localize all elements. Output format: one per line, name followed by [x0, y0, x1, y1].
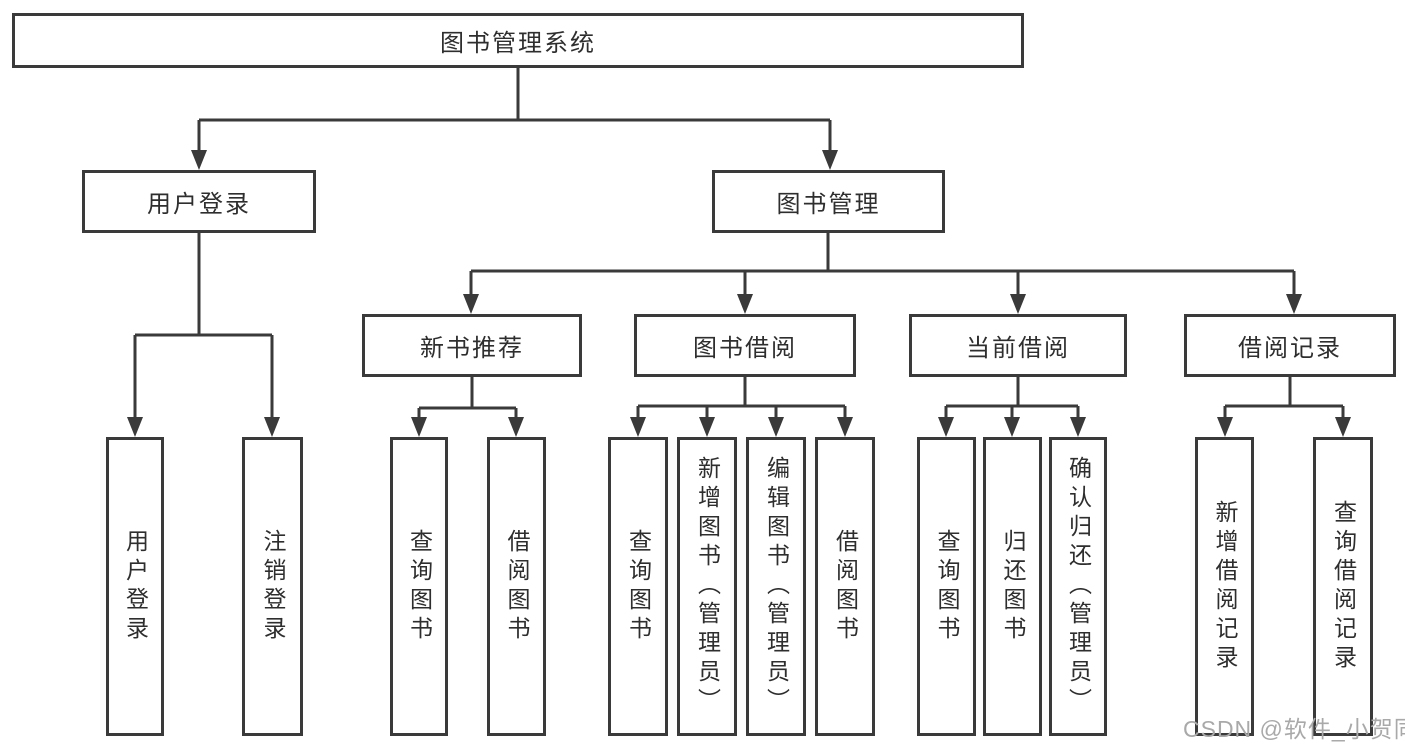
leaf-query-books-borrow: 查询图书 [608, 437, 668, 736]
leaf-edit-books-admin: 编辑图书（管理员） [746, 437, 806, 736]
csdn-watermark: CSDN @软件_小贺同学 [1183, 716, 1405, 742]
leaf-label: 新增借阅记录 [1212, 499, 1238, 674]
leaf-logout: 注销登录 [242, 437, 303, 736]
leaf-label: 查询图书 [625, 528, 652, 645]
node-book-management: 图书管理 [712, 170, 945, 233]
node-new-book-recommend: 新书推荐 [362, 314, 582, 377]
leaf-label: 查询借阅记录 [1330, 499, 1357, 674]
leaf-borrow-books: 借阅图书 [815, 437, 875, 736]
leaf-label: 借阅图书 [504, 528, 530, 645]
node-label: 用户登录 [147, 191, 251, 218]
node-current-borrowing: 当前借阅 [909, 314, 1127, 377]
leaf-query-books-current: 查询图书 [917, 437, 976, 736]
leaf-label: 确认归还（管理员） [1065, 456, 1092, 717]
leaf-add-books-admin: 新增图书（管理员） [677, 437, 737, 736]
node-label: 当前借阅 [966, 335, 1070, 362]
leaf-label: 用户登录 [122, 528, 149, 645]
leaf-label: 查询图书 [934, 528, 960, 645]
node-user-login: 用户登录 [82, 170, 316, 233]
leaf-label: 查询图书 [406, 528, 433, 645]
leaf-query-borrow-record: 查询借阅记录 [1313, 437, 1373, 736]
leaf-user-login: 用户登录 [106, 437, 164, 736]
leaf-label: 借阅图书 [832, 528, 859, 645]
node-system-root: 图书管理系统 [12, 13, 1024, 68]
leaf-label: 归还图书 [1000, 528, 1026, 645]
node-borrow-records: 借阅记录 [1184, 314, 1396, 377]
leaf-query-books-recommend: 查询图书 [390, 437, 448, 736]
node-label: 图书管理系统 [440, 30, 596, 57]
node-label: 新书推荐 [420, 335, 524, 362]
leaf-label: 新增图书（管理员） [694, 456, 721, 717]
node-book-borrowing: 图书借阅 [634, 314, 856, 377]
node-label: 图书借阅 [693, 335, 797, 362]
node-label: 图书管理 [776, 191, 881, 218]
leaf-label: 编辑图书（管理员） [763, 456, 790, 717]
leaf-borrow-books-recommend: 借阅图书 [487, 437, 546, 736]
leaf-add-borrow-record: 新增借阅记录 [1195, 437, 1254, 736]
leaf-label: 注销登录 [260, 528, 286, 645]
leaf-confirm-return-admin: 确认归还（管理员） [1049, 437, 1107, 736]
leaf-return-books: 归还图书 [983, 437, 1042, 736]
node-label: 借阅记录 [1238, 335, 1342, 362]
